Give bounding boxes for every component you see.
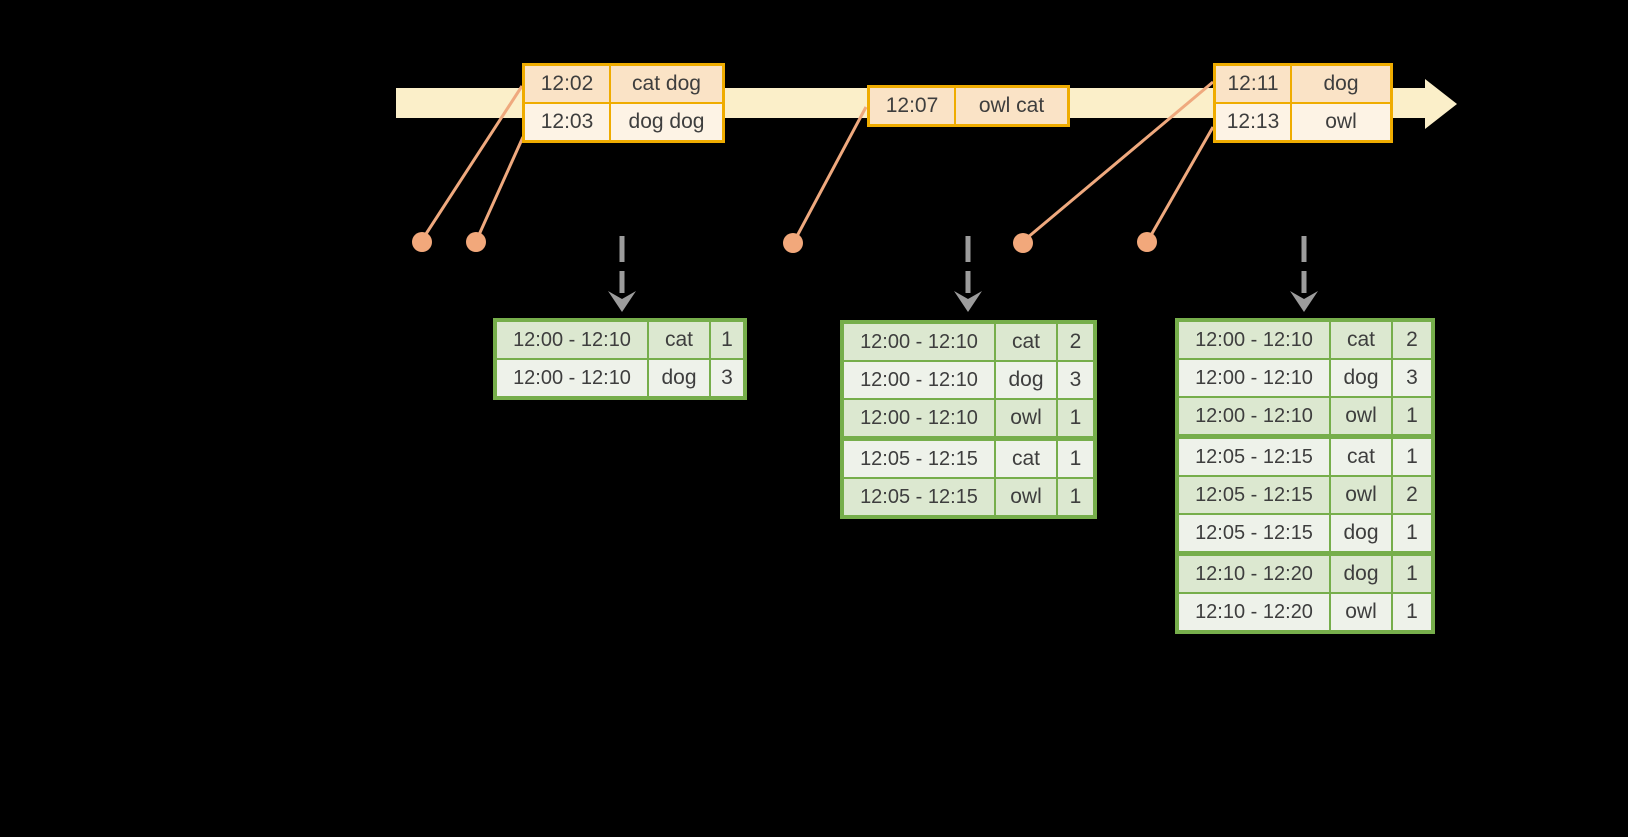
event-row: 12:03 dog dog — [525, 104, 722, 140]
result-row: 12:10 - 12:20 dog 1 — [1179, 556, 1431, 592]
result-row: 12:05 - 12:15 owl 1 — [844, 479, 1093, 515]
result-window: 12:00 - 12:10 — [844, 400, 994, 436]
result-count: 3 — [711, 360, 743, 396]
result-row: 12:00 - 12:10 dog 3 — [844, 362, 1093, 398]
result-count: 1 — [1393, 556, 1431, 592]
event-dot-icon — [412, 232, 432, 252]
result-count: 2 — [1058, 324, 1093, 360]
result-row: 12:00 - 12:10 dog 3 — [1179, 360, 1431, 396]
result-word: dog — [1331, 360, 1391, 396]
result-count: 1 — [1393, 439, 1431, 475]
result-row: 12:05 - 12:15 owl 2 — [1179, 477, 1431, 513]
event-table-3: 12:11 dog 12:13 owl — [1213, 63, 1393, 143]
event-row: 12:13 owl — [1216, 104, 1390, 140]
event-words: dog — [1292, 66, 1390, 102]
event-time: 12:03 — [525, 104, 609, 140]
result-row: 12:00 - 12:10 owl 1 — [844, 400, 1093, 436]
event-table-1: 12:02 cat dog 12:03 dog dog — [522, 63, 725, 143]
result-count: 1 — [1058, 441, 1093, 477]
event-words: dog dog — [611, 104, 722, 140]
result-word: owl — [996, 400, 1056, 436]
event-words: cat dog — [611, 66, 722, 102]
result-count: 1 — [1393, 398, 1431, 434]
result-window: 12:00 - 12:10 — [1179, 360, 1329, 396]
result-window: 12:00 - 12:10 — [497, 360, 647, 396]
result-row: 12:00 - 12:10 dog 3 — [497, 360, 743, 396]
result-table-3: 12:00 - 12:10 cat 2 12:00 - 12:10 dog 3 … — [1175, 318, 1435, 634]
result-word: cat — [996, 324, 1056, 360]
result-count: 3 — [1393, 360, 1431, 396]
event-dot-icon — [783, 233, 803, 253]
result-word: dog — [996, 362, 1056, 398]
trigger-arrow-icon — [1290, 236, 1318, 312]
event-dot-icon — [1013, 233, 1033, 253]
result-word: dog — [649, 360, 709, 396]
result-row: 12:05 - 12:15 cat 1 — [844, 441, 1093, 477]
result-window: 12:00 - 12:10 — [844, 324, 994, 360]
event-row: 12:02 cat dog — [525, 66, 722, 102]
result-window: 12:05 - 12:15 — [844, 479, 994, 515]
result-count: 2 — [1393, 477, 1431, 513]
result-word: owl — [996, 479, 1056, 515]
result-word: owl — [1331, 594, 1391, 630]
result-row: 12:05 - 12:15 cat 1 — [1179, 439, 1431, 475]
event-words: owl — [1292, 104, 1390, 140]
result-count: 1 — [1393, 515, 1431, 551]
event-connector-line — [1148, 126, 1215, 238]
result-count: 1 — [1393, 594, 1431, 630]
result-window: 12:10 - 12:20 — [1179, 556, 1329, 592]
event-time: 12:13 — [1216, 104, 1290, 140]
event-table-2: 12:07 owl cat — [867, 85, 1070, 127]
event-connector-line — [476, 136, 525, 238]
result-count: 1 — [711, 322, 743, 358]
result-count: 1 — [1058, 400, 1093, 436]
event-time: 12:02 — [525, 66, 609, 102]
result-window: 12:00 - 12:10 — [497, 322, 647, 358]
result-row: 12:00 - 12:10 cat 2 — [844, 324, 1093, 360]
result-table-2: 12:00 - 12:10 cat 2 12:00 - 12:10 dog 3 … — [840, 320, 1097, 519]
result-window: 12:00 - 12:10 — [1179, 398, 1329, 434]
event-dot-icon — [466, 232, 486, 252]
result-word: cat — [996, 441, 1056, 477]
result-count: 3 — [1058, 362, 1093, 398]
result-window: 12:05 - 12:15 — [1179, 515, 1329, 551]
event-words: owl cat — [956, 88, 1067, 124]
event-row: 12:11 dog — [1216, 66, 1390, 102]
event-row: 12:07 owl cat — [870, 88, 1067, 124]
result-count: 1 — [1058, 479, 1093, 515]
result-window: 12:00 - 12:10 — [844, 362, 994, 398]
trigger-arrow-icon — [954, 236, 982, 312]
event-time: 12:11 — [1216, 66, 1290, 102]
event-time: 12:07 — [870, 88, 954, 124]
result-window: 12:10 - 12:20 — [1179, 594, 1329, 630]
result-window: 12:05 - 12:15 — [1179, 439, 1329, 475]
timeline-arrowhead-icon — [1425, 79, 1457, 129]
result-word: cat — [1331, 439, 1391, 475]
result-window: 12:05 - 12:15 — [1179, 477, 1329, 513]
result-row: 12:10 - 12:20 owl 1 — [1179, 594, 1431, 630]
result-window: 12:00 - 12:10 — [1179, 322, 1329, 358]
result-row: 12:05 - 12:15 dog 1 — [1179, 515, 1431, 551]
trigger-arrow-icon — [608, 236, 636, 312]
result-count: 2 — [1393, 322, 1431, 358]
result-word: dog — [1331, 556, 1391, 592]
result-table-1: 12:00 - 12:10 cat 1 12:00 - 12:10 dog 3 — [493, 318, 747, 400]
event-dot-icon — [1137, 232, 1157, 252]
result-word: owl — [1331, 398, 1391, 434]
result-word: dog — [1331, 515, 1391, 551]
result-row: 12:00 - 12:10 cat 2 — [1179, 322, 1431, 358]
result-row: 12:00 - 12:10 owl 1 — [1179, 398, 1431, 434]
result-word: cat — [649, 322, 709, 358]
result-word: cat — [1331, 322, 1391, 358]
result-window: 12:05 - 12:15 — [844, 441, 994, 477]
result-word: owl — [1331, 477, 1391, 513]
result-row: 12:00 - 12:10 cat 1 — [497, 322, 743, 358]
event-connector-line — [794, 106, 868, 239]
